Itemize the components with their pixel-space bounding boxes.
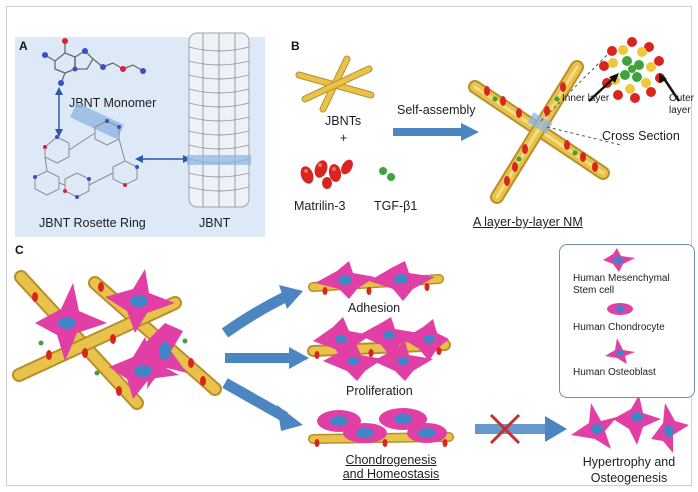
matrilin-3-label: Matrilin-3 bbox=[294, 199, 346, 213]
outer-layer-label: Outer layer bbox=[669, 93, 695, 116]
jbnt-monomer-label: JBNT Monomer bbox=[69, 96, 157, 110]
matrilin-3-molecules bbox=[300, 159, 353, 189]
jbnt-nanotube bbox=[187, 32, 251, 208]
figure-frame: A JBNT Monomer bbox=[6, 6, 695, 486]
chondrogenesis-arrow bbox=[222, 378, 303, 431]
proliferation-arrow bbox=[225, 347, 309, 369]
inner-layer-label: Inner layer bbox=[562, 93, 610, 104]
legend-chondrocyte-icon bbox=[607, 303, 633, 315]
chondrogenesis-label-line-2: and Homeostasis bbox=[342, 467, 440, 481]
proliferation-cells bbox=[307, 317, 451, 381]
legend-osteoblast-icon bbox=[605, 338, 635, 364]
cell-type-legend bbox=[559, 244, 695, 398]
panel-a-letter: A bbox=[19, 39, 28, 53]
jbnts-label: JBNTs bbox=[325, 114, 362, 128]
hypertrophy-label-line-1: Hypertrophy and bbox=[582, 455, 676, 469]
panel-c-letter: C bbox=[15, 243, 24, 257]
jbnts-bundle bbox=[295, 55, 375, 113]
adhesion-label: Adhesion bbox=[348, 301, 401, 315]
plus-sign: + bbox=[340, 131, 348, 145]
outer-layer-pointer bbox=[659, 73, 681, 102]
jbnt-rosette-label: JBNT Rosette Ring bbox=[39, 216, 146, 230]
tgf-beta1-molecules bbox=[379, 167, 395, 181]
layer-by-layer-nanomatrix bbox=[468, 60, 610, 204]
blocked-arrow bbox=[475, 413, 567, 445]
cross-section-guides bbox=[540, 54, 622, 146]
legend-osteoblast-label: Human Osteoblast bbox=[573, 367, 656, 378]
jbnt-rosette-ring bbox=[33, 102, 139, 199]
legend-msc-label: Human Mesenchymal Stem cell bbox=[573, 273, 670, 297]
self-assembly-arrow bbox=[393, 123, 479, 141]
adhesion-arrow bbox=[221, 285, 303, 338]
legend-chondrocyte-label: Human Chondrocyte bbox=[573, 322, 665, 333]
legend-msc-label-line-2: Stem cell bbox=[573, 285, 615, 296]
adhesion-cells bbox=[308, 261, 444, 301]
chondrogenesis-label-line-1: Chondrogenesis bbox=[345, 453, 437, 467]
tgf-beta1-label: TGF-β1 bbox=[374, 199, 418, 213]
osteoblast-cells bbox=[571, 395, 689, 453]
layer-by-layer-nm-label: A layer-by-layer NM bbox=[473, 215, 583, 229]
jbnt-label: JBNT bbox=[199, 216, 231, 230]
jbnt-monomer-molecule bbox=[42, 38, 146, 86]
inner-layer-pointer bbox=[588, 73, 619, 102]
hypertrophy-label-line-2: Osteogenesis bbox=[590, 471, 668, 485]
chondrocyte-cells bbox=[308, 408, 454, 447]
chondrogenesis-label: Chondrogenesis and Homeostasis bbox=[339, 453, 443, 481]
proliferation-label: Proliferation bbox=[346, 384, 413, 398]
cross-section-label: Cross Section bbox=[602, 129, 680, 143]
legend-msc-label-line-1: Human Mesenchymal bbox=[573, 273, 670, 284]
monomer-rosette-arrow bbox=[55, 87, 63, 137]
panel-b-letter: B bbox=[291, 39, 300, 53]
self-assembly-label: Self-assembly bbox=[397, 103, 476, 117]
nm-with-stem-cells bbox=[12, 269, 222, 410]
legend-msc-icon bbox=[603, 248, 635, 272]
hypertrophy-label: Hypertrophy and Osteogenesis bbox=[571, 454, 687, 486]
